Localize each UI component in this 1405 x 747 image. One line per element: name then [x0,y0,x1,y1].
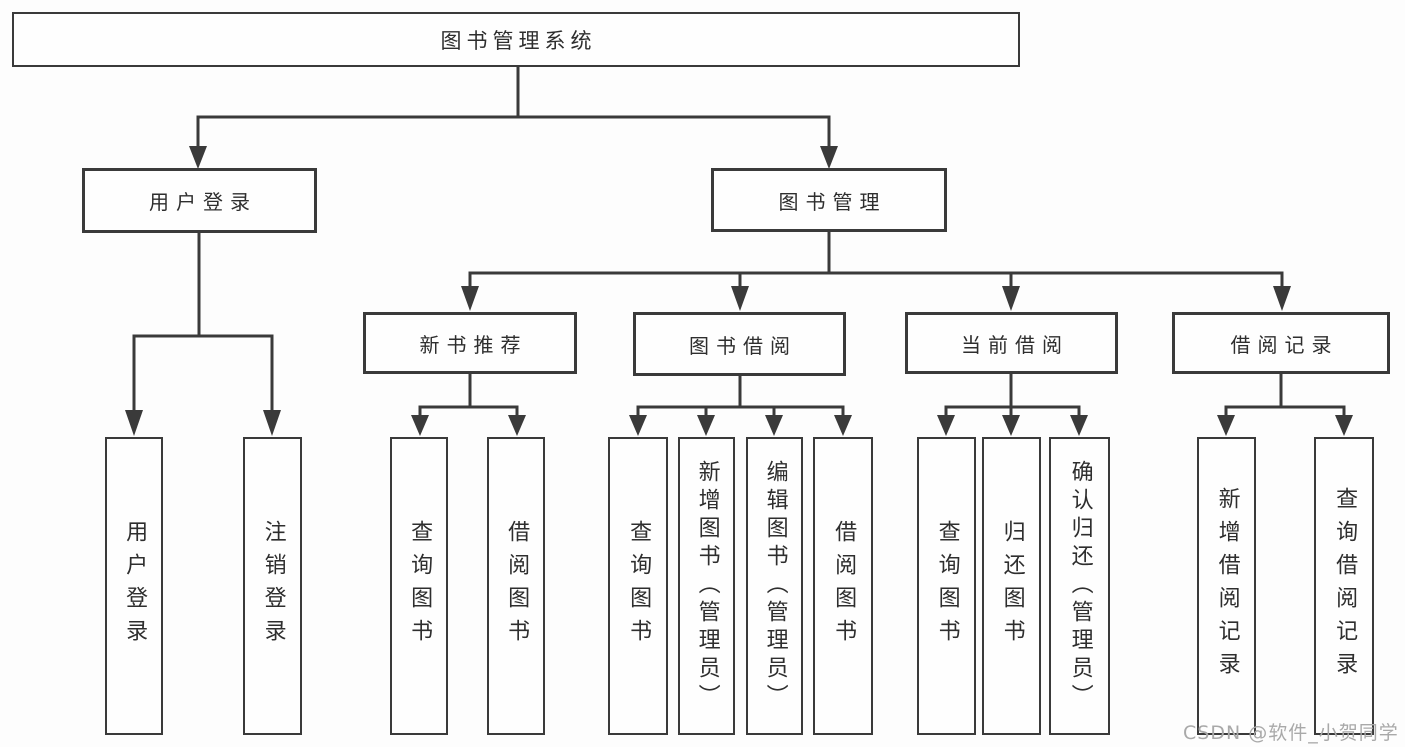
leaf-label: 查询图书 [407,520,433,652]
node-new-book-recommendation: 新书推荐 [363,312,577,374]
leaf-label: 查询图书 [626,520,652,652]
node-book-borrowing: 图书借阅 [633,312,846,376]
leaf-label: 借阅图书 [831,520,857,652]
leaf-label: 查询图书 [934,520,960,652]
connector-new-book-branch [411,374,526,436]
leaf-search-books-current: 查询图书 [917,437,976,735]
leaf-label: 新增图书（管理员） [694,460,720,712]
node-book-management: 图书管理 [711,168,947,232]
leaf-label: 注销登录 [260,520,286,652]
connector-book-borrow-branch [629,376,852,436]
leaf-add-book-admin: 新增图书（管理员） [678,437,735,735]
node-user-login: 用户登录 [82,168,317,233]
leaf-borrow-books-recommend: 借阅图书 [487,437,545,735]
leaf-label: 新增借阅记录 [1214,487,1240,685]
leaf-search-borrow-record: 查询借阅记录 [1314,437,1374,735]
leaf-label: 编辑图书（管理员） [762,460,788,712]
leaf-logout: 注销登录 [243,437,302,735]
connector-user-login-branch [125,233,281,436]
leaf-edit-book-admin: 编辑图书（管理员） [746,437,803,735]
node-current-borrowing: 当前借阅 [905,312,1118,374]
leaf-user-login: 用户登录 [105,437,163,735]
leaf-label: 借阅图书 [504,520,530,652]
connector-book-management-to-level3 [461,232,1291,311]
connector-current-borrow-branch [937,374,1088,436]
leaf-label: 用户登录 [122,520,148,652]
leaf-return-books: 归还图书 [982,437,1041,735]
node-borrowing-records: 借阅记录 [1172,312,1390,374]
leaf-label: 归还图书 [999,520,1025,652]
connector-root-to-level2 [189,67,838,169]
connector-borrow-record-branch [1217,374,1353,436]
leaf-label: 确认归还（管理员） [1067,460,1093,712]
leaf-confirm-return-admin: 确认归还（管理员） [1049,437,1110,735]
leaf-search-books-recommend: 查询图书 [390,437,448,735]
node-library-management-system: 图书管理系统 [12,12,1020,67]
leaf-label: 查询借阅记录 [1332,487,1358,685]
leaf-borrow-books: 借阅图书 [813,437,873,735]
leaf-add-borrow-record: 新增借阅记录 [1197,437,1256,735]
leaf-search-books-borrow: 查询图书 [608,437,668,735]
csdn-watermark: CSDN @软件_小贺同学 [1183,722,1399,744]
